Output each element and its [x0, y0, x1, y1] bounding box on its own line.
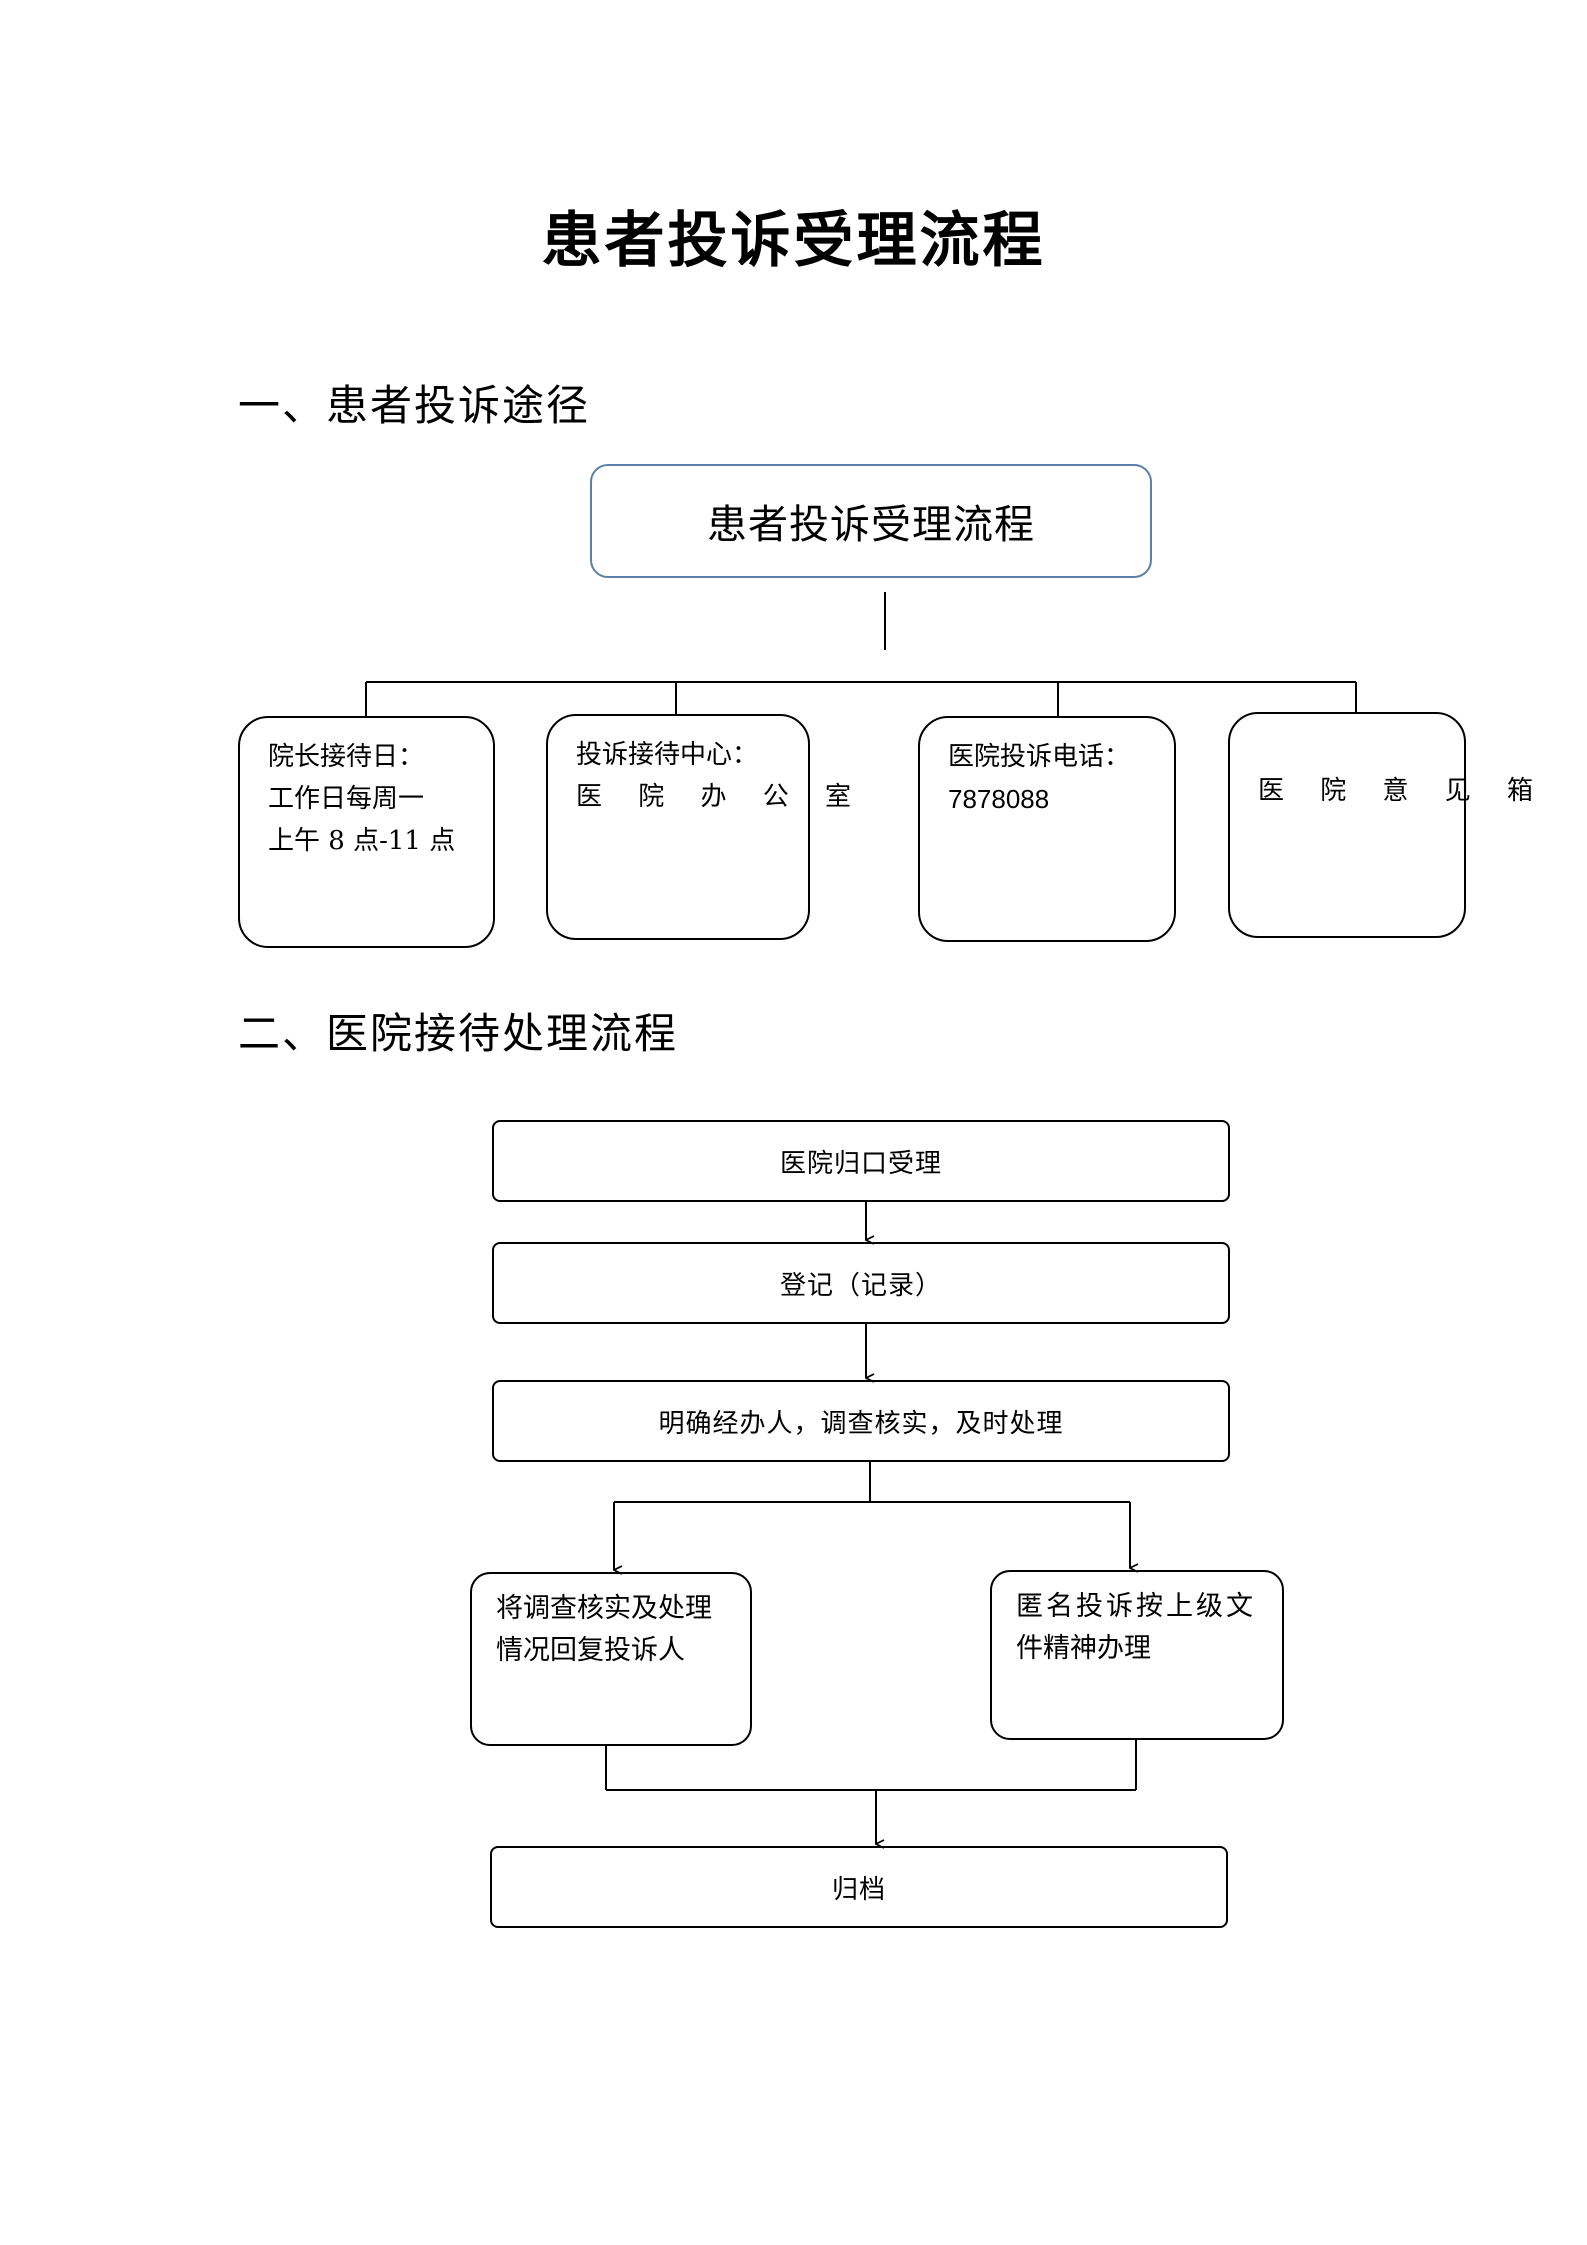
- page-title: 患者投诉受理流程: [541, 206, 1046, 276]
- step-box-accept: 医院归口受理: [492, 1120, 1230, 1202]
- org-chart-root-box: 患者投诉受理流程: [590, 464, 1152, 578]
- channel-box-complaint-center: 投诉接待中心： 医 院 办 公 室: [546, 714, 866, 940]
- step-line: 情况回复投诉人: [496, 1635, 685, 1666]
- channel-line: 医 院 办 公 室: [576, 782, 866, 812]
- channel-line: 院长接待日：: [268, 742, 425, 772]
- step-box-register: 登记（记录）: [492, 1242, 1230, 1324]
- step-box-assign: 明确经办人，调查核实，及时处理: [492, 1380, 1230, 1462]
- step-box-reply-complainant: 将调查核实及处理 情况回复投诉人: [470, 1572, 752, 1746]
- step-box-archive: 归档: [490, 1846, 1228, 1928]
- channel-line: 7878088: [948, 784, 1050, 814]
- step-line: 匿名投诉按上级文: [1016, 1591, 1256, 1622]
- section-heading-complaint-channels: 一、患者投诉途径: [238, 381, 591, 430]
- step-line: 将调查核实及处理: [496, 1593, 712, 1624]
- channel-line: 上午 8 点-11 点: [268, 826, 456, 856]
- channel-box-director-reception: 院长接待日： 工作日每周一 上午 8 点-11 点: [238, 716, 495, 948]
- section-heading-hospital-process: 二、医院接待处理流程: [238, 1009, 679, 1058]
- channel-box-complaint-phone: 医院投诉电话： 7878088: [918, 716, 1176, 942]
- channel-line: 工作日每周一: [268, 784, 425, 814]
- channel-line: 医院投诉电话：: [948, 742, 1131, 772]
- step-line: 件精神办理: [1016, 1633, 1151, 1664]
- channel-line: 投诉接待中心：: [576, 740, 759, 770]
